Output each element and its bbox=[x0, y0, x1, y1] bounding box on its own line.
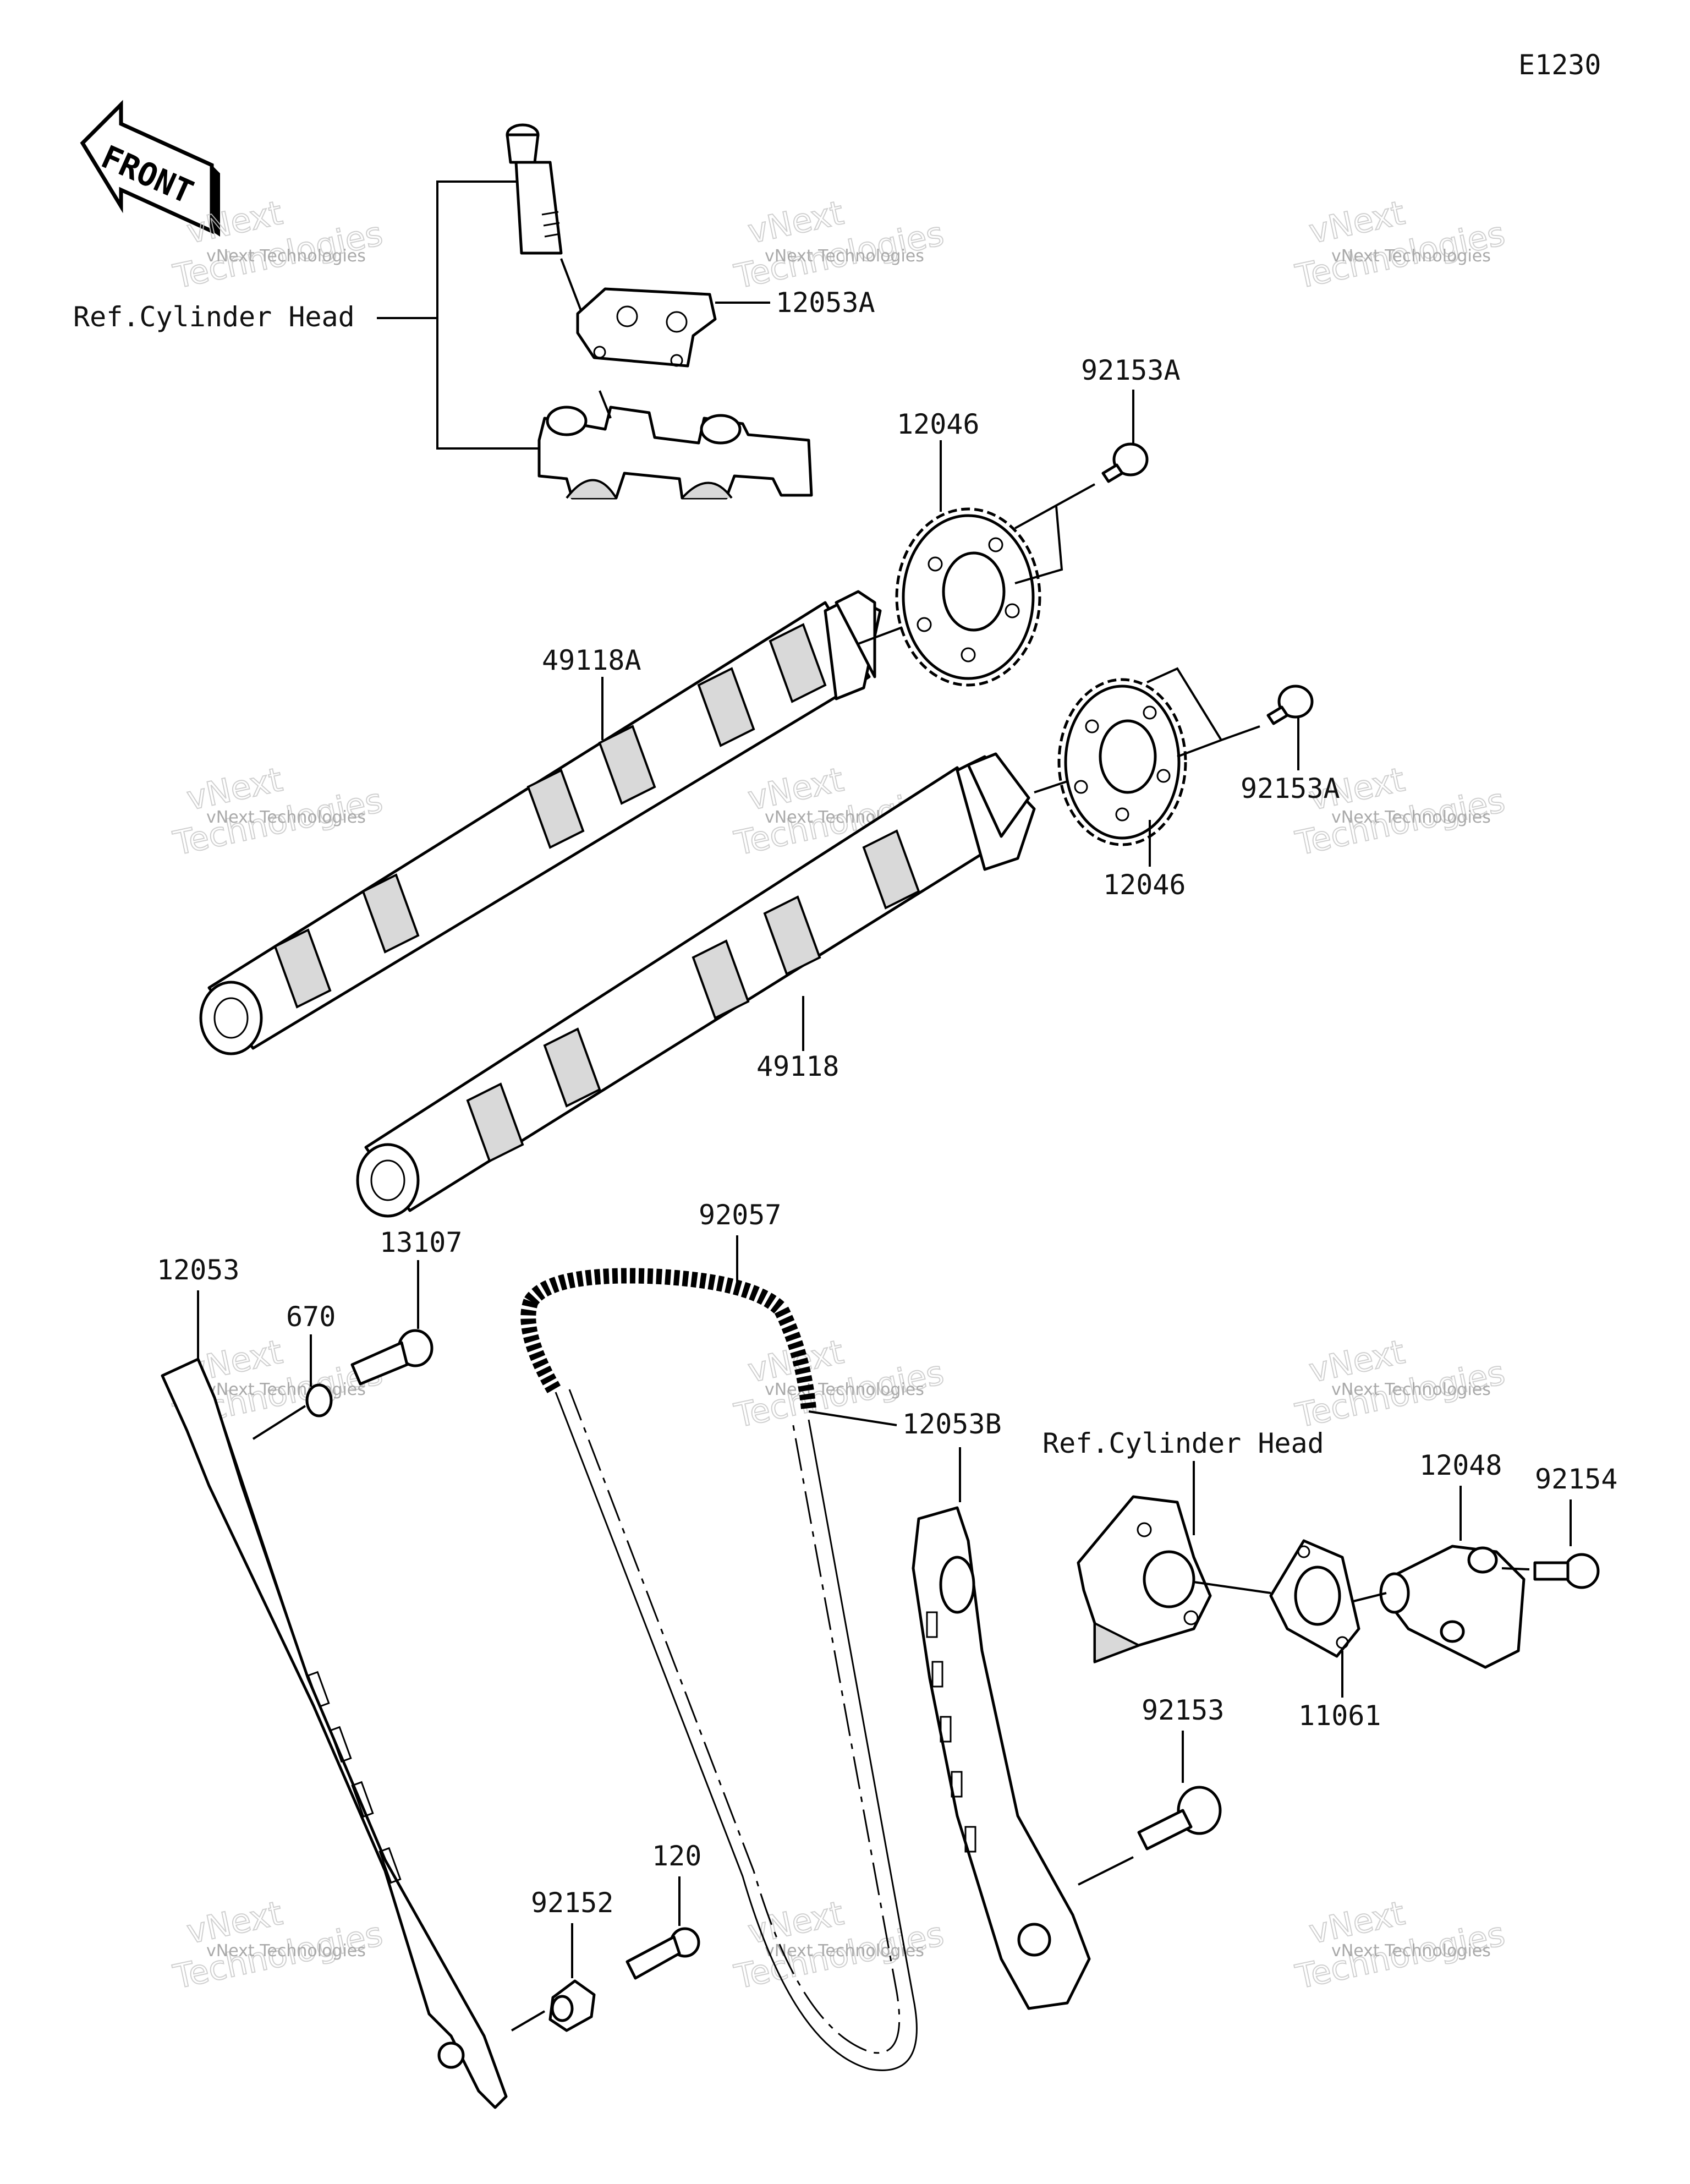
label-13107[interactable]: 13107 bbox=[380, 1227, 463, 1258]
part-92153-bolt bbox=[1137, 1786, 1222, 1851]
svg-text:vNext Technologies: vNext Technologies bbox=[1331, 247, 1491, 266]
label-ref-cylinder-head-top[interactable]: Ref.Cylinder Head bbox=[73, 301, 355, 333]
diagram-code: E1230 bbox=[1518, 49, 1601, 81]
part-12046-sprocket-upper bbox=[895, 507, 1041, 687]
part-11061-gasket bbox=[1269, 1539, 1360, 1658]
svg-text:vNext Technologies: vNext Technologies bbox=[765, 247, 924, 266]
bolt-92153A-upper bbox=[1101, 442, 1149, 483]
label-12053B[interactable]: 12053B bbox=[902, 1408, 1002, 1440]
cylinder-head-mount-ref bbox=[1077, 1495, 1212, 1663]
svg-text:vNext Technologies: vNext Technologies bbox=[1331, 808, 1491, 827]
part-12048-cam-chain-tensioner bbox=[1379, 1545, 1526, 1669]
leader-92153A-lower-to-sprocket bbox=[1177, 739, 1222, 758]
part-12046-sprocket-lower bbox=[1057, 678, 1187, 846]
label-670[interactable]: 670 bbox=[286, 1301, 336, 1333]
part-12053B-chain-tensioner-guide bbox=[912, 1506, 1091, 2010]
svg-text:vNext Technologies: vNext Technologies bbox=[206, 808, 366, 827]
bolt-holder bbox=[506, 123, 598, 353]
leader-mount-to-gasket bbox=[1193, 1581, 1271, 1594]
svg-text:vNext Technologies: vNext Technologies bbox=[206, 1941, 366, 1961]
part-92154-bolt bbox=[1533, 1553, 1600, 1589]
label-92057[interactable]: 92057 bbox=[699, 1199, 782, 1231]
camshaft-holder bbox=[537, 390, 813, 500]
leader-92152-to-guide bbox=[511, 2010, 546, 2032]
label-92154[interactable]: 92154 bbox=[1535, 1463, 1618, 1495]
label-49118A[interactable]: 49118A bbox=[542, 644, 641, 676]
part-49118A-intake-camshaft bbox=[199, 590, 882, 1055]
label-12048[interactable]: 12048 bbox=[1419, 1449, 1502, 1481]
leader-92153A-lower-fork bbox=[1146, 667, 1260, 742]
svg-text:vNext Technologies: vNext Technologies bbox=[765, 1380, 924, 1399]
leader-670-to-guide bbox=[252, 1405, 306, 1440]
leader-12048-to-gasket bbox=[1353, 1592, 1387, 1602]
leader-92154-to-tensioner bbox=[1501, 1567, 1530, 1570]
leader-92153A-upper-fork bbox=[1014, 506, 1063, 584]
part-92152-collar bbox=[548, 1979, 596, 2032]
leader-sprocket-lower-to-cam bbox=[1034, 780, 1068, 793]
part-92057-cam-chain bbox=[520, 1268, 918, 2071]
label-12053A[interactable]: 12053A bbox=[776, 287, 875, 319]
bolt-92153A-lower bbox=[1266, 685, 1314, 725]
label-120[interactable]: 120 bbox=[652, 1840, 701, 1872]
svg-text:vNext Technologies: vNext Technologies bbox=[206, 1380, 366, 1399]
label-12053[interactable]: 12053 bbox=[157, 1254, 240, 1286]
label-ref-cylinder-head-bottom[interactable]: Ref.Cylinder Head bbox=[1042, 1427, 1324, 1459]
part-12053-chain-guide bbox=[161, 1358, 508, 2109]
part-12053A-bracket bbox=[576, 287, 717, 368]
label-92152[interactable]: 92152 bbox=[531, 1887, 614, 1919]
svg-text:vNext Technologies: vNext Technologies bbox=[765, 1941, 924, 1961]
part-120-bolt bbox=[625, 1927, 700, 1980]
part-13107-bolt bbox=[350, 1329, 434, 1386]
label-12046-lower[interactable]: 12046 bbox=[1103, 869, 1186, 901]
part-670-washer bbox=[305, 1383, 333, 1417]
leader-92153A-upper-to-sprocket bbox=[1014, 483, 1095, 529]
leader-chain-to-12053B bbox=[808, 1410, 897, 1426]
label-92153A-lower[interactable]: 92153A bbox=[1241, 773, 1340, 804]
svg-text:vNext Technologies: vNext Technologies bbox=[1331, 1941, 1491, 1961]
label-11061[interactable]: 11061 bbox=[1298, 1700, 1381, 1732]
svg-text:vNext Technologies: vNext Technologies bbox=[1331, 1380, 1491, 1399]
label-12046-upper[interactable]: 12046 bbox=[897, 408, 980, 440]
label-92153A-upper[interactable]: 92153A bbox=[1081, 354, 1181, 386]
part-49118-exhaust-camshaft bbox=[356, 752, 1036, 1218]
leader-sprocket-upper-to-cam bbox=[858, 626, 903, 645]
leader-92153-to-guide bbox=[1078, 1856, 1134, 1886]
svg-text:vNext Technologies: vNext Technologies bbox=[206, 247, 366, 266]
bracket-ref-cylinder-head-top bbox=[377, 180, 539, 450]
label-49118[interactable]: 49118 bbox=[756, 1050, 839, 1082]
label-92153[interactable]: 92153 bbox=[1142, 1694, 1225, 1726]
